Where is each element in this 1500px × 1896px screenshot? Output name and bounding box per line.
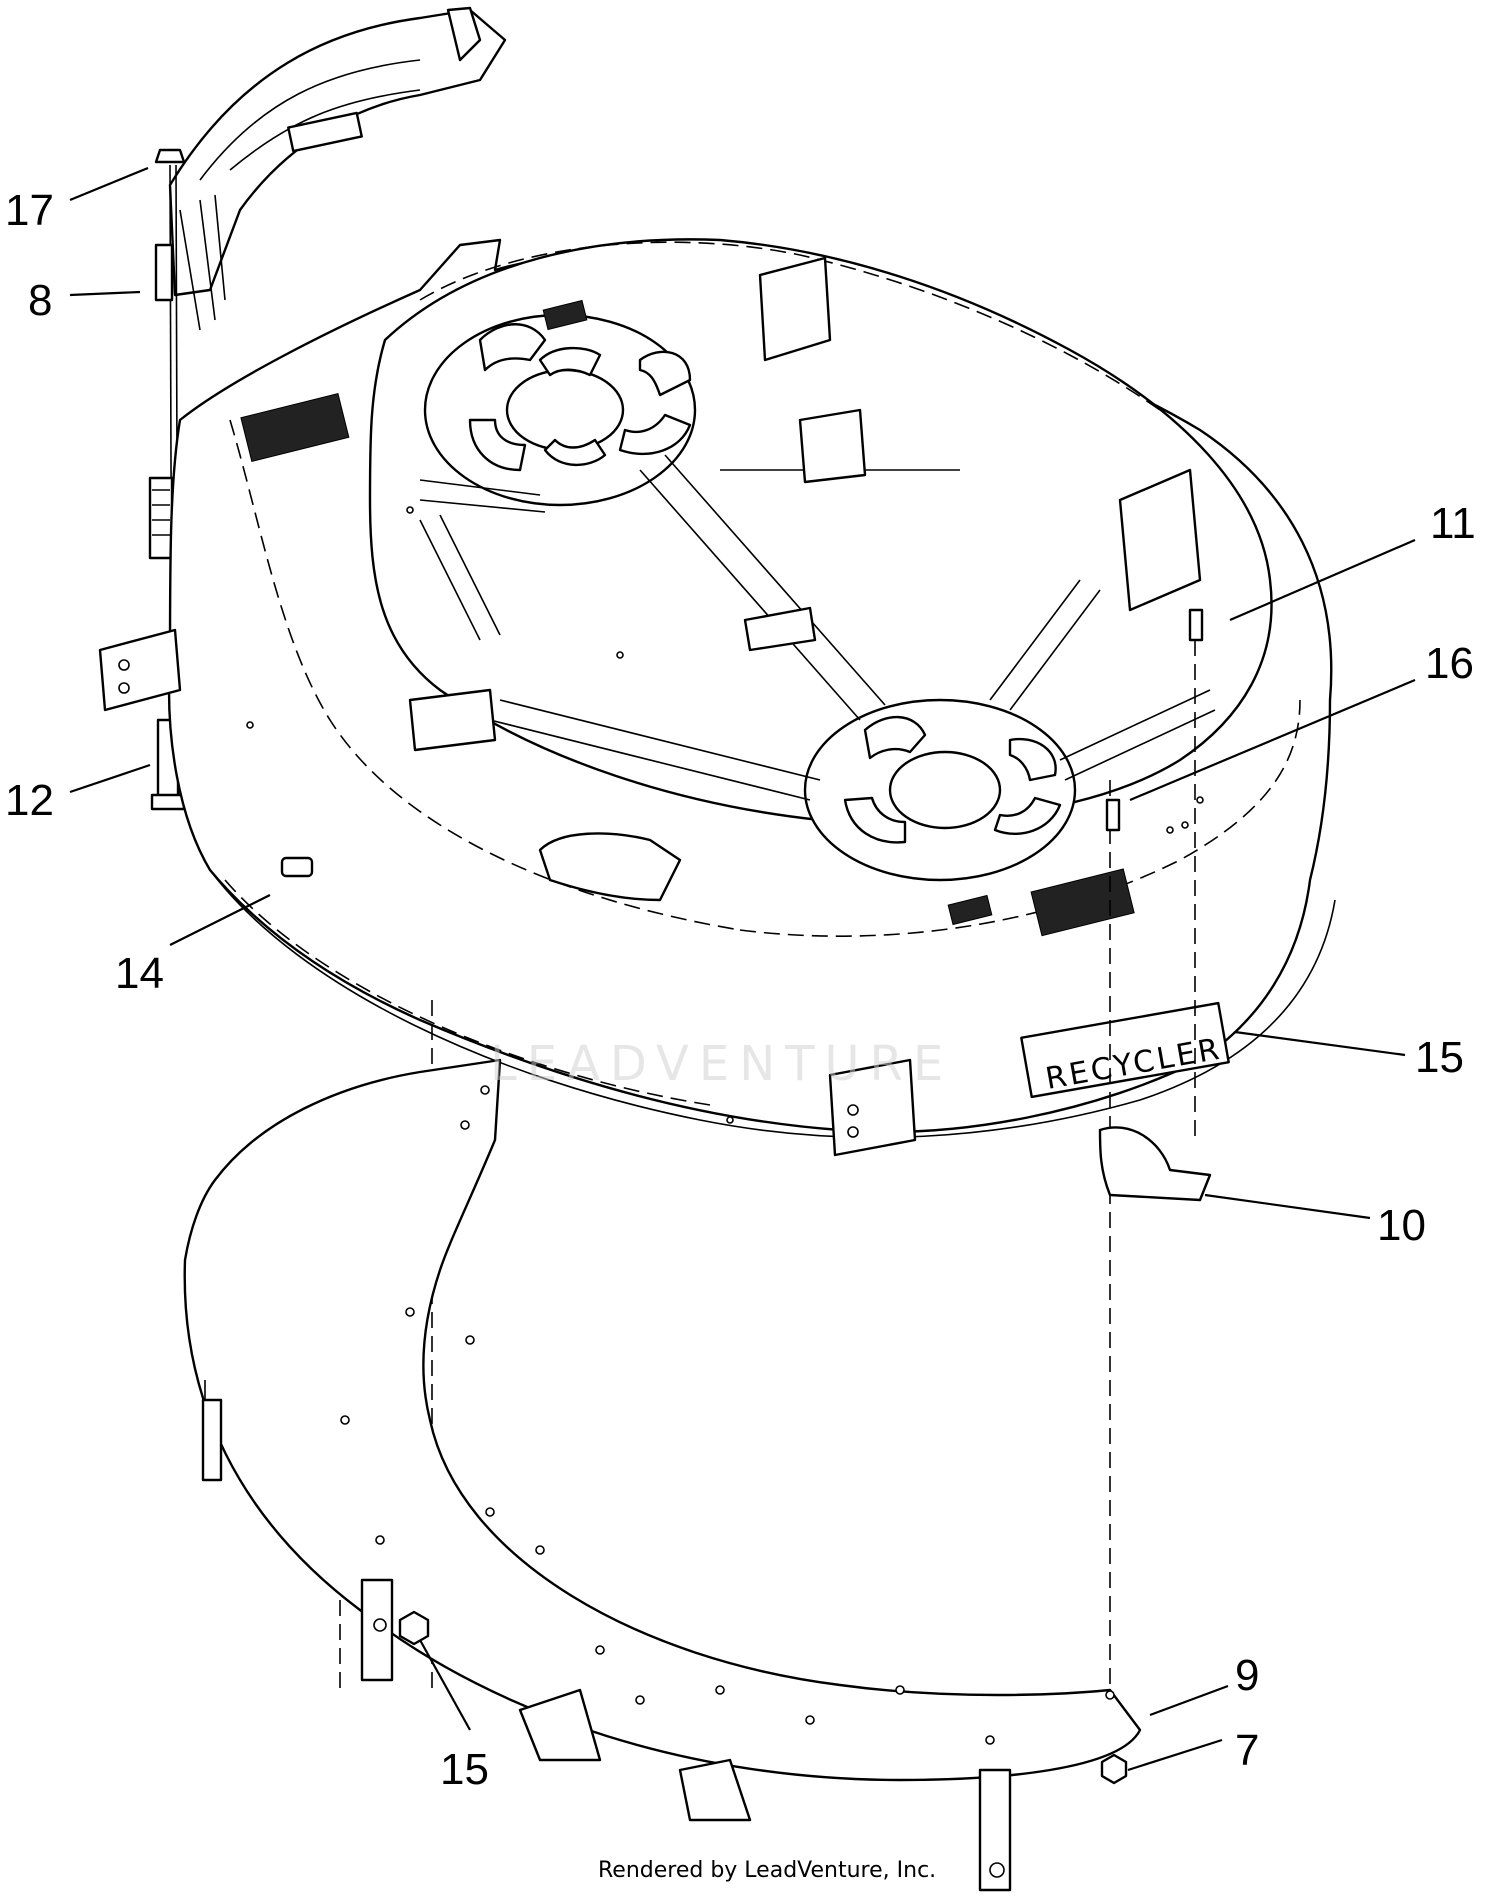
deck-bracket-rear [758, 256, 832, 362]
leader-lines [69, 166, 1416, 1772]
nut-15 [398, 1610, 430, 1646]
callout-12: 12 [5, 776, 54, 825]
discharge-chute [168, 6, 507, 331]
chute-bracket-8 [154, 243, 174, 302]
deck-bracket-right [1118, 468, 1202, 612]
callout-8: 8 [28, 276, 52, 325]
bolt-head-13 [154, 148, 186, 164]
spindle-housing-lower [803, 698, 1077, 882]
callout-13: 17 [5, 186, 54, 235]
spindle-housing-upper [423, 313, 697, 507]
bolt-12-head [150, 793, 186, 811]
safety-decal-left [240, 392, 350, 463]
watermark: LEADVENTURE [490, 1036, 953, 1092]
bolt-14 [280, 856, 314, 878]
callout-16: 16 [1425, 639, 1474, 688]
bolt-11 [1188, 608, 1204, 642]
callout-11: 11 [1430, 499, 1476, 548]
baffle-plate [183, 1058, 1142, 1892]
callout-17: 15 [1415, 1033, 1464, 1082]
footer-credit: Rendered by LeadVenture, Inc. [598, 1858, 936, 1883]
mower-deck: RECYCLER [98, 238, 1336, 1157]
callout-9: 9 [1235, 1651, 1259, 1700]
callout-14: 14 [115, 949, 164, 998]
safety-decal-small [542, 299, 588, 331]
deck-bracket-front-left [408, 688, 497, 752]
safety-decal-right [1030, 868, 1135, 937]
discharge-opening [538, 832, 682, 902]
callout-15: 15 [440, 1745, 489, 1794]
callout-7: 7 [1235, 1726, 1259, 1775]
callout-10: 10 [1377, 1201, 1426, 1250]
deflector-bracket-10 [1098, 1126, 1212, 1202]
bolt-16 [1105, 798, 1121, 832]
nut-7 [1100, 1753, 1128, 1785]
callout-labels: 17 8 11 16 12 14 15 10 9 7 15 [5, 186, 1476, 1794]
